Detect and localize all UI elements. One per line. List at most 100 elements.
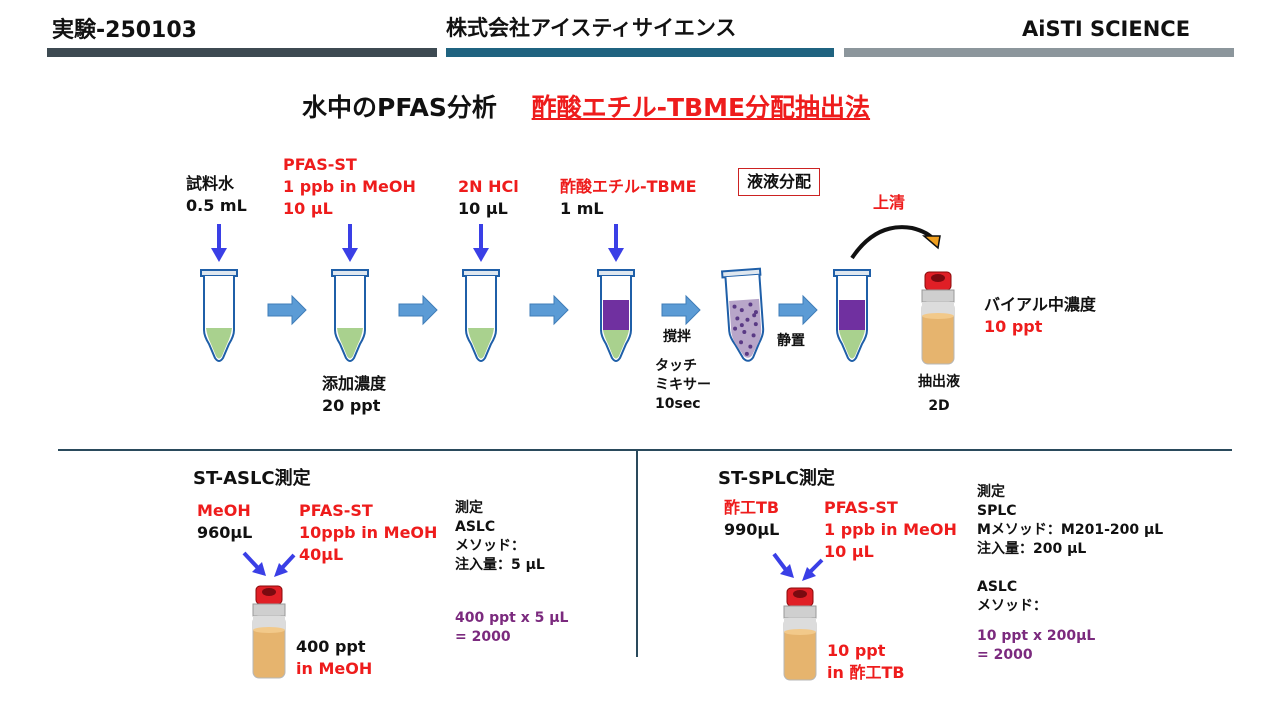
spike-conc-title: 添加濃度	[322, 374, 387, 393]
diagonal-arrow-icon	[242, 551, 266, 576]
splc-measure-injection: 注入量：200 μL	[977, 541, 1087, 557]
acid-name: 2N HCl	[458, 177, 519, 196]
vial-conc-title: バイアル中濃度	[984, 295, 1096, 314]
touch-mixer-line3: 10sec	[655, 396, 701, 412]
spike-conc-label: 添加濃度 20 ppt	[322, 373, 386, 417]
splc-solvent-label: 酢工TB 990μL	[724, 497, 779, 541]
solvent-name: 酢酸エチル-TBME	[560, 177, 697, 196]
extract-label: 抽出液 2D	[914, 373, 964, 416]
flow-arrow-icon	[778, 294, 818, 326]
splc-calc-expr: 10 ppt x 200μL	[977, 628, 1096, 644]
spike-label: PFAS-ST 1 ppb in MeOH 10 μL	[283, 154, 416, 220]
vial-conc-label: バイアル中濃度 10 ppt	[984, 294, 1096, 338]
extract-title: 抽出液	[918, 374, 960, 390]
section-divider-vertical	[636, 451, 638, 657]
touch-mixer-label: タッチ ミキサー 10sec	[655, 357, 711, 414]
page-title: 水中のPFAS分析 酢酸エチル-TBME分配抽出法	[302, 88, 870, 124]
aslc-standard-label: PFAS-ST 10ppb in MeOH 40μL	[299, 500, 437, 566]
spike-conc: 1 ppb in MeOH	[283, 177, 416, 196]
sample-label: 試料水 0.5 mL	[186, 173, 247, 217]
flow-arrow-icon	[267, 294, 307, 326]
flow-arrow-icon	[661, 294, 701, 326]
spike-name: PFAS-ST	[283, 155, 357, 174]
splc-standard-name: PFAS-ST	[824, 498, 898, 517]
touch-mixer-line2: ミキサー	[655, 377, 711, 393]
splc-measure-aslc: ASLC	[977, 579, 1018, 595]
solvent-label: 酢酸エチル-TBME 1 mL	[560, 176, 697, 220]
vial-extract	[921, 271, 955, 365]
stir-label: 撹拌	[663, 329, 691, 345]
splc-result-conc: 10 ppt	[827, 641, 886, 660]
sample-name: 試料水	[186, 174, 235, 193]
aslc-calc: 400 ppt x 5 μL = 2000	[455, 609, 568, 647]
flow-arrow-icon	[529, 294, 569, 326]
brand-name: AiSTI SCIENCE	[1022, 17, 1191, 41]
extract-code: 2D	[928, 398, 950, 414]
aslc-result-conc: 400 ppt	[296, 637, 366, 656]
acid-label: 2N HCl 10 μL	[458, 176, 519, 220]
section-divider-horizontal	[58, 449, 1232, 451]
aslc-calc-expr: 400 ppt x 5 μL	[455, 610, 569, 626]
splc-measure-info: 測定 SPLC Mメソッド：M201-200 μL 注入量：200 μL ASL…	[977, 483, 1163, 616]
title-main: 水中のPFAS分析	[302, 93, 497, 122]
spike-volume: 10 μL	[283, 199, 333, 218]
splc-measure-heading: 測定	[977, 484, 1005, 500]
aslc-standard-volume: 40μL	[299, 545, 344, 564]
solvent-volume: 1 mL	[560, 199, 604, 218]
tube-sample	[200, 269, 238, 362]
spike-conc-value: 20 ppt	[322, 396, 381, 415]
splc-calc: 10 ppt x 200μL = 2000	[977, 627, 1095, 665]
down-arrow-icon	[342, 224, 358, 262]
aslc-measure-injection: 注入量：5 μL	[455, 557, 545, 573]
down-arrow-icon	[608, 224, 624, 262]
splc-solvent-volume: 990μL	[724, 520, 780, 539]
aslc-measure-info: 測定 ASLC メソッド： 注入量：5 μL	[455, 499, 545, 575]
acid-volume: 10 μL	[458, 199, 508, 218]
splc-measure-aslc-method: メソッド：	[977, 598, 1047, 614]
partition-label-box: 液液分配	[738, 168, 821, 196]
header-bar-right	[844, 48, 1234, 57]
aslc-result-label: 400 ppt in MeOH	[296, 636, 372, 680]
splc-title: ST-SPLC測定	[718, 468, 835, 489]
header-bar-mid	[446, 48, 834, 57]
splc-calc-result: = 2000	[977, 647, 1033, 663]
splc-measure-instrument: SPLC	[977, 503, 1017, 519]
diagonal-arrow-icon	[802, 558, 824, 581]
aslc-standard-conc: 10ppb in MeOH	[299, 523, 438, 542]
vial-splc	[783, 587, 817, 681]
sample-volume: 0.5 mL	[186, 196, 247, 215]
aslc-measure-method: メソッド：	[455, 538, 525, 554]
aslc-calc-result: = 2000	[455, 629, 511, 645]
aslc-solvent-volume: 960μL	[197, 523, 253, 542]
experiment-id: 実験-250103	[52, 18, 197, 43]
vial-conc-value: 10 ppt	[984, 317, 1043, 336]
splc-measure-method: Mメソッド：M201-200 μL	[977, 522, 1164, 538]
splc-solvent-name: 酢工TB	[724, 498, 780, 517]
aslc-measure-instrument: ASLC	[455, 519, 496, 535]
down-arrow-icon	[473, 224, 489, 262]
tube-solvent-added	[597, 269, 635, 362]
transfer-curve-arrow-icon	[850, 225, 941, 260]
splc-standard-label: PFAS-ST 1 ppb in MeOH 10 μL	[824, 497, 957, 563]
aslc-solvent-label: MeOH 960μL	[197, 500, 252, 544]
tube-spiked	[331, 269, 369, 362]
diagonal-arrow-icon	[772, 552, 794, 578]
settle-label: 静置	[777, 333, 805, 349]
diagonal-arrow-icon	[274, 553, 296, 577]
touch-mixer-line1: タッチ	[655, 358, 697, 374]
aslc-solvent-name: MeOH	[197, 501, 251, 520]
splc-result-solvent: in 酢工TB	[827, 663, 905, 682]
aslc-result-solvent: in MeOH	[296, 659, 373, 678]
tube-settled	[833, 269, 871, 362]
splc-standard-conc: 1 ppb in MeOH	[824, 520, 957, 539]
flow-arrow-icon	[398, 294, 438, 326]
title-method: 酢酸エチル-TBME分配抽出法	[531, 93, 871, 122]
splc-result-label: 10 ppt in 酢工TB	[827, 640, 905, 684]
aslc-standard-name: PFAS-ST	[299, 501, 373, 520]
aslc-measure-heading: 測定	[455, 500, 483, 516]
aslc-title: ST-ASLC測定	[193, 468, 311, 489]
tube-mixing	[720, 267, 765, 362]
down-arrow-icon	[211, 224, 227, 262]
vial-aslc	[252, 585, 286, 679]
